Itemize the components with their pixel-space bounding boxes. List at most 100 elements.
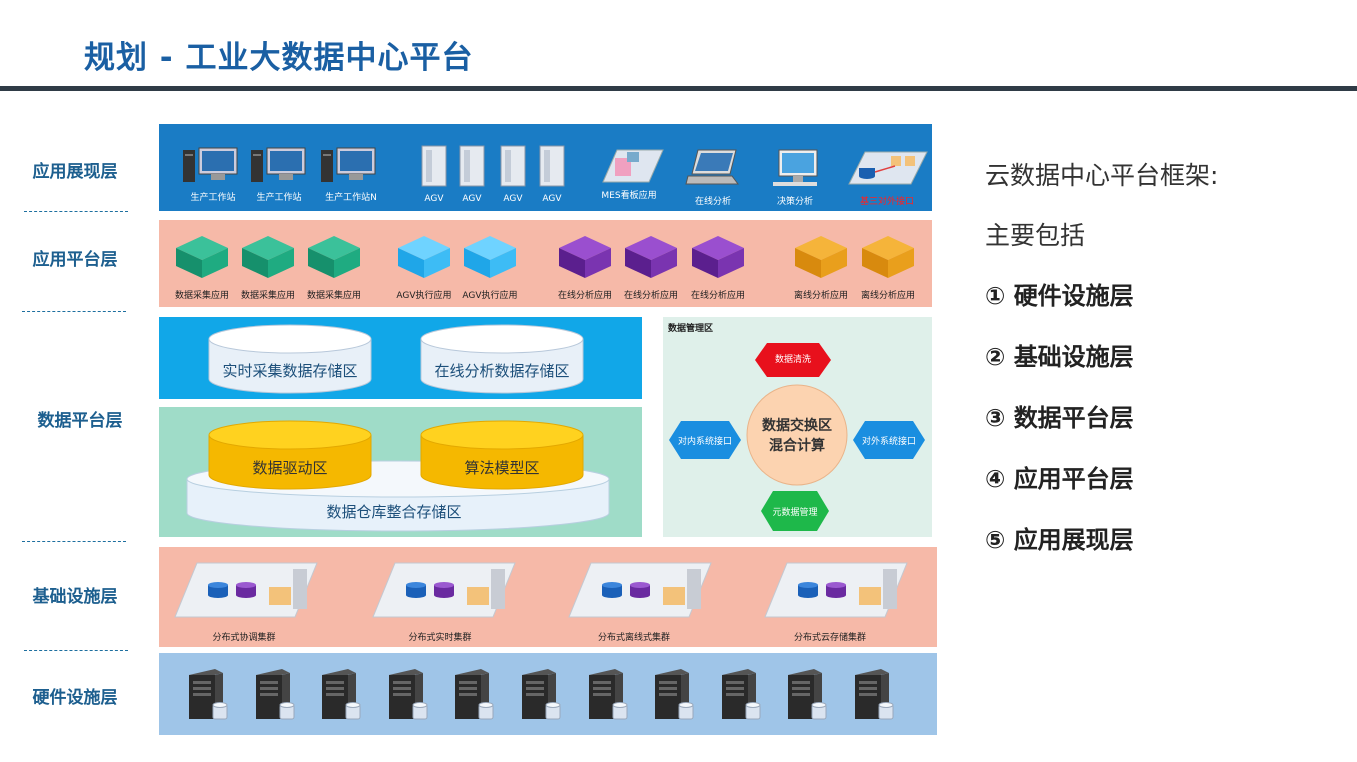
algorithm-label: 算法模型区 <box>464 459 540 477</box>
data-warehouse-band: 数据仓库整合存储区 数据驱动区 算法模型区 <box>159 407 642 537</box>
internal-iface-hexagon <box>669 421 741 459</box>
right-panel-item: ⑤ 应用展现层 <box>985 520 1134 555</box>
layer-divider <box>24 650 128 651</box>
app-label: 在线分析应用 <box>690 291 745 301</box>
cluster-icon <box>568 562 712 618</box>
data-storage-band: 实时采集数据存储区 在线分析数据存储区 <box>159 317 642 399</box>
presentation-layer-band: 生产工作站 生产工作站 生产工作站N AGV AGV AGV AGV MES看板… <box>159 124 932 211</box>
metadata-label: 元数据管理 <box>772 508 818 518</box>
server-rack-icon <box>255 669 295 720</box>
item-label: 应用展现层 <box>1013 526 1134 554</box>
agv-execution-cube-icon <box>398 236 450 278</box>
server-rack-icon <box>388 669 428 720</box>
data-collection-cube-icon <box>308 236 360 278</box>
app-label: 在线分析应用 <box>623 291 678 301</box>
cleaning-label: 数据清洗 <box>774 355 811 365</box>
item-label: 硬件设施层 <box>1013 282 1134 310</box>
right-panel-subheading: 主要包括 <box>985 221 1086 250</box>
right-panel-item: ③ 数据平台层 <box>985 398 1134 433</box>
online-analysis-cube-icon <box>559 236 611 278</box>
item-number: ③ <box>985 404 1006 432</box>
server-rack-icon <box>522 669 561 720</box>
item-number: ⑤ <box>985 526 1006 554</box>
data-driver-label: 数据驱动区 <box>252 459 328 477</box>
right-panel-heading: 云数据中心平台框架: <box>985 161 1219 190</box>
external-interface-label: 基三对外接口 <box>849 194 925 207</box>
offline-analysis-cube-icon <box>862 236 914 278</box>
external-iface-hexagon <box>853 421 925 459</box>
exchange-circle <box>746 384 848 486</box>
desktop-icon <box>773 149 818 186</box>
cluster-label: 分布式协调集群 <box>212 633 276 643</box>
app-label: 数据采集应用 <box>240 291 295 301</box>
right-panel-item: ④ 应用平台层 <box>985 459 1134 494</box>
layer-label-hardware: 硬件设施层 <box>32 688 118 708</box>
agv-label: AGV <box>462 194 482 204</box>
item-number: ② <box>985 343 1006 371</box>
layer-divider <box>22 541 126 542</box>
cluster-icon <box>764 562 908 618</box>
agv-label: AGV <box>424 194 444 204</box>
server-rack-icon <box>189 669 228 720</box>
layer-divider <box>24 211 128 212</box>
infrastructure-layer-band: 分布式协调集群 分布式实时集群 分布式离线式集群 分布式云存储集群 <box>159 547 937 647</box>
item-number: ④ <box>985 465 1006 493</box>
workstation-icon <box>321 147 376 182</box>
warehouse-label: 数据仓库整合存储区 <box>326 503 462 521</box>
server-rack-icon <box>788 669 827 720</box>
cleaning-hexagon <box>755 343 831 377</box>
server-rack-icon <box>455 669 494 720</box>
mes-label: MES看板应用 <box>601 191 657 201</box>
agv-server-icon <box>421 145 447 187</box>
agv-label: AGV <box>542 194 562 204</box>
title-divider <box>0 86 1357 91</box>
external-interface-icon <box>848 151 928 185</box>
storage-cylinder <box>420 324 584 394</box>
external-iface-label: 对外系统接口 <box>861 437 916 447</box>
server-rack-icon <box>322 669 361 720</box>
item-label: 应用平台层 <box>1013 465 1134 493</box>
app-label: AGV执行应用 <box>396 291 452 301</box>
item-label: 数据平台层 <box>1013 404 1134 432</box>
application-layer-band: 数据采集应用 数据采集应用 数据采集应用 AGV执行应用 AGV执行应用 在线分… <box>159 220 932 307</box>
exchange-line1: 数据交换区 <box>762 418 832 434</box>
agv-label: AGV <box>503 194 523 204</box>
workstation-label: 生产工作站N <box>325 193 377 203</box>
page-title: 规划 - 工业大数据中心平台 <box>84 40 474 76</box>
hardware-layer-band <box>159 653 937 735</box>
online-analysis-cube-icon <box>692 236 744 278</box>
metadata-hexagon <box>761 491 829 531</box>
data-collection-cube-icon <box>176 236 228 278</box>
online-analysis-label: 在线分析 <box>694 197 731 207</box>
server-rack-icon <box>855 669 894 720</box>
server-rack-icon <box>655 669 694 720</box>
workstation-icon <box>183 147 238 182</box>
exchange-line2: 混合计算 <box>769 438 825 454</box>
laptop-icon <box>685 149 739 185</box>
item-label: 基础设施层 <box>1013 343 1134 371</box>
workstation-label: 生产工作站 <box>190 193 236 203</box>
algorithm-cylinder <box>420 420 584 490</box>
cluster-label: 分布式云存储集群 <box>793 633 866 643</box>
data-collection-cube-icon <box>242 236 294 278</box>
offline-analysis-cube-icon <box>795 236 847 278</box>
item-number: ① <box>985 282 1006 310</box>
cluster-icon <box>174 562 318 618</box>
layer-label-application: 应用平台层 <box>32 250 118 270</box>
app-label: 数据采集应用 <box>306 291 361 301</box>
app-label: 在线分析应用 <box>557 291 612 301</box>
agv-execution-cube-icon <box>464 236 516 278</box>
server-rack-icon <box>588 669 628 720</box>
right-panel-item: ① 硬件设施层 <box>985 276 1134 311</box>
right-panel-item: ② 基础设施层 <box>985 337 1134 372</box>
agv-server-icon <box>459 145 485 187</box>
app-label: 离线分析应用 <box>860 291 915 301</box>
layer-label-data: 数据平台层 <box>37 411 123 431</box>
app-label: 离线分析应用 <box>793 291 848 301</box>
online-analysis-cube-icon <box>625 236 677 278</box>
layer-label-infrastructure: 基础设施层 <box>32 587 118 607</box>
app-label: 数据采集应用 <box>174 291 229 301</box>
decision-analysis-label: 决策分析 <box>776 197 813 207</box>
internal-iface-label: 对内系统接口 <box>677 437 732 447</box>
layer-divider <box>22 311 126 312</box>
